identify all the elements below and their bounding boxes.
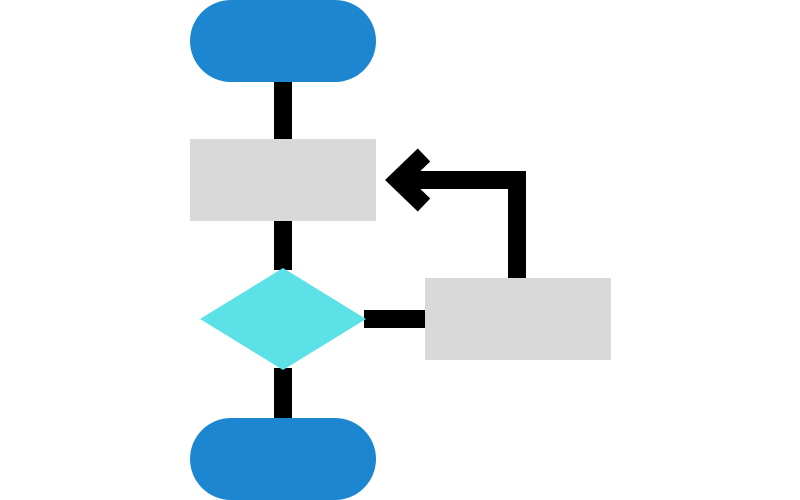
process-box-1 <box>190 139 376 221</box>
end-terminal <box>190 418 376 500</box>
connector-loop-back <box>398 171 526 280</box>
process-box-2 <box>425 278 611 360</box>
arrowhead-icon <box>385 148 431 212</box>
decision-diamond <box>200 268 366 370</box>
start-terminal <box>190 0 376 82</box>
